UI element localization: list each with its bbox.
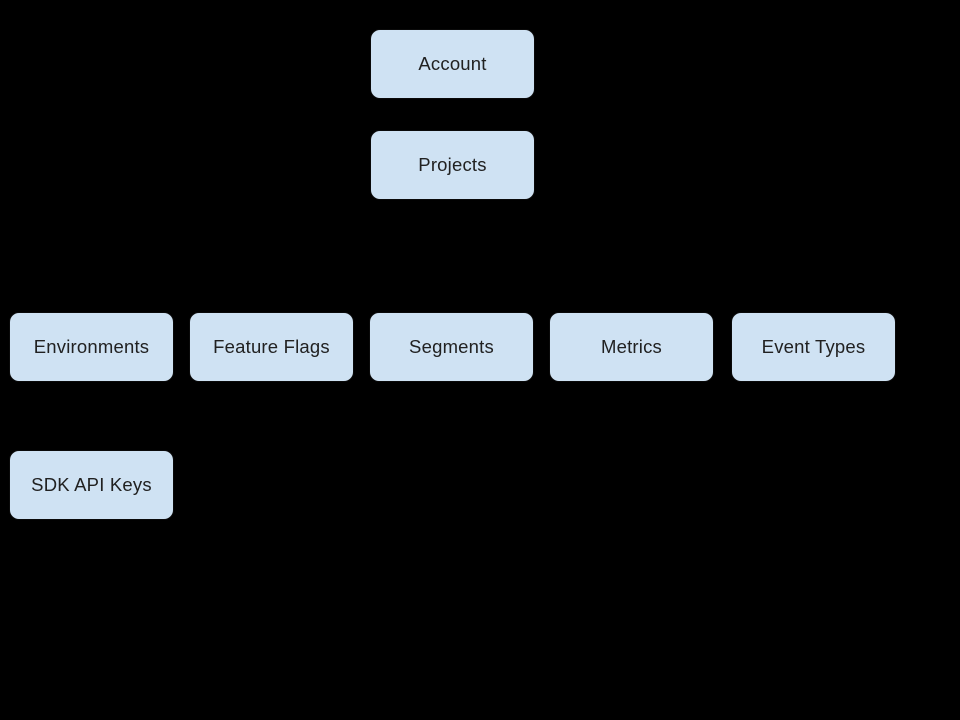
node-event-types-label: Event Types [761,336,866,357]
node-sdk-api-keys: SDK API Keys [9,450,174,520]
node-environments: Environments [9,312,174,382]
node-feature-flags-label: Feature Flags [213,336,330,357]
node-metrics-label: Metrics [600,336,662,357]
node-metrics: Metrics [549,312,714,382]
node-projects-label: Projects [418,154,487,175]
node-sdk-api-keys-label: SDK API Keys [31,474,152,495]
node-event-types: Event Types [731,312,896,382]
node-projects: Projects [370,130,535,200]
node-account-label: Account [418,53,487,74]
node-feature-flags: Feature Flags [189,312,354,382]
node-segments: Segments [369,312,534,382]
node-account: Account [370,29,535,99]
node-environments-label: Environments [33,336,150,357]
node-segments-label: Segments [409,336,494,357]
